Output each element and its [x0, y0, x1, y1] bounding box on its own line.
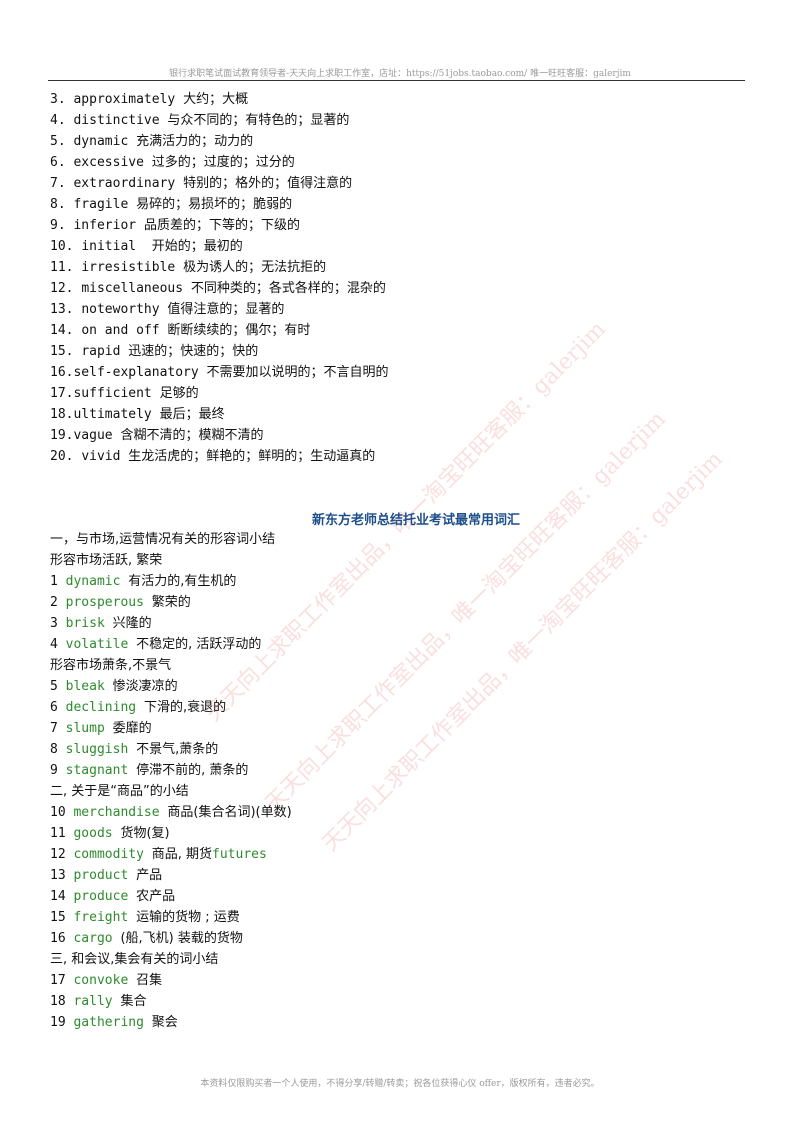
vocab-item: 13 product 产品: [50, 868, 163, 883]
vocab-item: 20. vivid 生龙活虎的；鲜艳的；鲜明的；生动逼真的: [50, 449, 376, 464]
vocab-item: 17 convoke 召集: [50, 973, 163, 988]
vocab-item: 5 bleak 惨淡凄凉的: [50, 679, 178, 694]
category-heading: 二, 关于是“商品”的小结: [50, 784, 189, 799]
category-heading: 一，与市场,运营情况有关的形容词小结: [50, 532, 276, 547]
vocab-item: 12. miscellaneous 不同种类的；各式各样的；混杂的: [50, 281, 386, 296]
vocab-item: 14 produce 农产品: [50, 889, 176, 904]
vocab-item: 10 merchandise 商品(集合名词)(单数): [50, 805, 292, 820]
subcategory-heading: 形容市场活跃, 繁荣: [50, 553, 163, 568]
vocab-item: 3 brisk 兴隆的: [50, 616, 152, 631]
vocab-item: 6. excessive 过多的；过度的；过分的: [50, 155, 295, 170]
vocab-item: 9 stagnant 停滞不前的, 萧条的: [50, 763, 249, 778]
vocab-item: 15. rapid 迅速的；快速的；快的: [50, 344, 259, 359]
vocab-item: 18.ultimately 最后；最终: [50, 407, 225, 422]
vocab-item: 4 volatile 不稳定的, 活跃浮动的: [50, 637, 262, 652]
vocab-item: 18 rally 集合: [50, 994, 147, 1009]
vocab-item: 7 slump 委靡的: [50, 721, 152, 736]
vocab-item: 16 cargo (船,飞机) 装载的货物: [50, 931, 243, 946]
vocab-item: 19 gathering 聚会: [50, 1015, 178, 1030]
vocab-item: 5. dynamic 充满活力的；动力的: [50, 134, 254, 149]
vocab-item: 11 goods 货物(复): [50, 826, 170, 841]
page-footer: 本资料仅限购买者一个人使用，不得分享/转赠/转卖；祝各位获得心仪 offer，版…: [200, 1079, 600, 1089]
vocab-item: 10. initial 开始的；最初的: [50, 239, 243, 254]
vocab-item: 16.self-explanatory 不需要加以说明的；不言自明的: [50, 365, 389, 380]
vocab-item: 4. distinctive 与众不同的；有特色的；显著的: [50, 113, 350, 128]
vocab-item: 14. on and off 断断续续的；偶尔；有时: [50, 323, 311, 338]
vocab-item: 9. inferior 品质差的；下等的；下级的: [50, 218, 300, 233]
vocab-item: 7. extraordinary 特别的；格外的；值得注意的: [50, 176, 353, 191]
category-heading: 三, 和会议,集会有关的词小结: [50, 952, 219, 967]
vocab-item: 15 freight 运输的货物 ; 运费: [50, 910, 240, 925]
subcategory-heading: 形容市场萧条,不景气: [50, 658, 172, 673]
section-title: 新东方老师总结托业考试最常用词汇: [312, 513, 521, 528]
page-header: 银行求职笔试面试教育领导者-天天向上求职工作室，店址：https://51job…: [169, 69, 631, 79]
vocab-item: 1 dynamic 有活力的,有生机的: [50, 574, 237, 589]
vocab-item: 12 commodity 商品, 期货futures: [50, 847, 267, 862]
vocab-item: 13. noteworthy 值得注意的；显著的: [50, 302, 285, 317]
vocab-item: 8 sluggish 不景气,萧条的: [50, 742, 219, 757]
vocab-item: 2 prosperous 繁荣的: [50, 595, 191, 610]
vocab-item: 8. fragile 易碎的；易损坏的；脆弱的: [50, 197, 293, 212]
vocab-item: 11. irresistible 极为诱人的；无法抗拒的: [50, 260, 327, 275]
header-divider: [48, 80, 745, 81]
watermark: 天天向上求职工作室出品，唯一淘宝旺旺客服：galerjim: [317, 446, 728, 857]
vocab-item: 6 declining 下滑的,衰退的: [50, 700, 227, 715]
vocab-item: 3. approximately 大约；大概: [50, 92, 249, 107]
vocab-item: 17.sufficient 足够的: [50, 386, 199, 401]
vocab-item: 19.vague 含糊不清的；模糊不清的: [50, 428, 264, 443]
